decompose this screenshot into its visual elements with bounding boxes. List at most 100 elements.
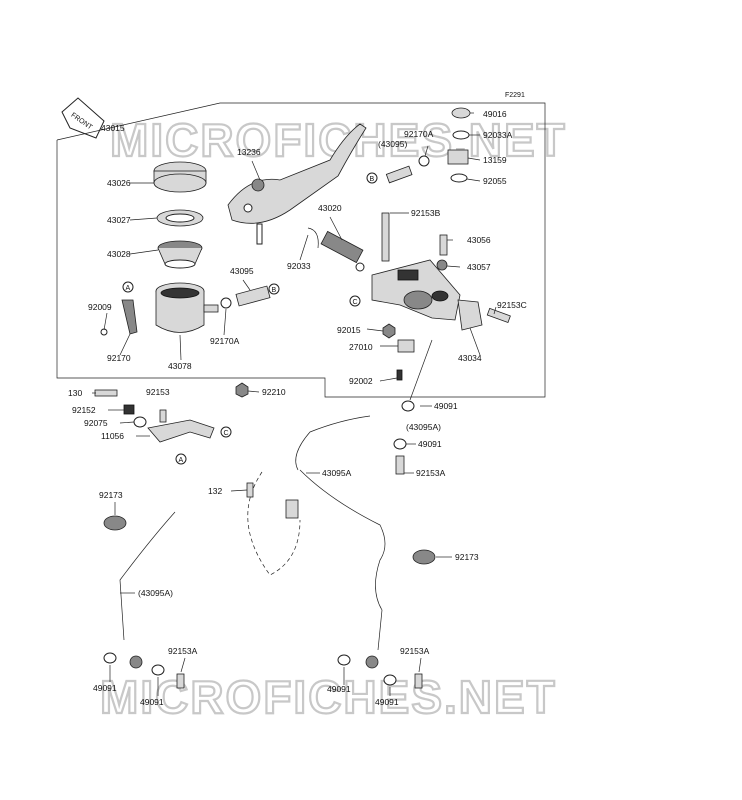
front-arrow-icon: FRONT — [61, 97, 105, 139]
washer-49091-b — [393, 438, 407, 450]
hose-end-43095 — [385, 165, 413, 184]
part-label-92210: 92210 — [262, 387, 286, 397]
reservoir-cap — [153, 161, 207, 193]
part-label-92153A-mid: 92153A — [416, 468, 446, 478]
brake-lever-13236 — [227, 123, 367, 245]
figure-code: F2291 — [505, 92, 525, 99]
callout-b-1: B — [268, 283, 280, 295]
svg-text:A: A — [179, 457, 184, 464]
part-label-92075: 92075 — [84, 418, 108, 428]
reservoir-body — [155, 282, 219, 333]
brake-hose-right — [365, 559, 383, 669]
part-label-43095A-paren: (43095A) — [406, 422, 441, 432]
part-label-92009: 92009 — [88, 302, 112, 312]
part-label-92170A: 92170A — [210, 336, 240, 346]
part-label-43026: 43026 — [107, 178, 131, 188]
bolt-132 — [246, 482, 254, 498]
part-label-92153B: 92153B — [411, 208, 441, 218]
part-label-49091-a: 49091 — [434, 401, 458, 411]
leader-lines — [92, 112, 497, 696]
callout-b-2: B — [366, 172, 378, 184]
part-label-43034: 43034 — [458, 353, 482, 363]
part-label-92153A-left: 92153A — [168, 646, 198, 656]
hose-clamp-92170A — [220, 297, 232, 309]
brake-hose-left — [119, 511, 176, 669]
part-label-92002: 92002 — [349, 376, 373, 386]
bracket-11056 — [147, 419, 215, 443]
bleeder-43056 — [439, 234, 448, 256]
master-cylinder-body — [371, 259, 461, 321]
bolt-92153A-right — [414, 673, 423, 689]
part-label-13159: 13159 — [483, 155, 507, 165]
screw-92002 — [396, 369, 403, 381]
bolt-92153C — [486, 307, 511, 324]
reservoir-bracket — [121, 299, 138, 335]
svg-text:C: C — [224, 430, 229, 437]
part-label-92152: 92152 — [72, 405, 96, 415]
part-label-43095A: 43095A — [322, 468, 352, 478]
cap-43057 — [436, 259, 448, 271]
part-label-92153: 92153 — [146, 387, 170, 397]
part-label-43020: 43020 — [318, 203, 342, 213]
part-label-43057: 43057 — [467, 262, 491, 272]
clip-92173-left — [103, 515, 127, 531]
part-label-49091-c: 49091 — [93, 683, 117, 693]
reservoir-plate — [156, 209, 204, 227]
circlip-92033A — [452, 130, 470, 140]
bolt-130 — [94, 389, 118, 397]
piston-kit-43020 — [307, 227, 365, 272]
washer-92152 — [123, 404, 135, 415]
part-label-13236: 13236 — [237, 147, 261, 157]
bolt-92153B — [381, 212, 390, 262]
part-label-43027: 43027 — [107, 215, 131, 225]
washer-49091-e — [337, 654, 351, 666]
callout-a-1: A — [122, 281, 134, 293]
part-label-27010: 27010 — [349, 342, 373, 352]
part-label-92173-right: 92173 — [455, 552, 479, 562]
part-label-43028: 43028 — [107, 249, 131, 259]
part-label-43095A-paren-left: (43095A) — [138, 588, 173, 598]
washer-49016 — [451, 107, 471, 119]
assembly-frame — [56, 102, 546, 398]
part-label-92173-left: 92173 — [99, 490, 123, 500]
part-label-43056: 43056 — [467, 235, 491, 245]
washer-49091-a — [401, 400, 415, 412]
part-label-92033A: 92033A — [483, 130, 513, 140]
svg-text:B: B — [272, 287, 277, 294]
part-label-43078: 43078 — [168, 361, 192, 371]
clip-92173-right — [412, 549, 436, 565]
bolt-92153A-mid — [395, 455, 405, 475]
part-label-132: 132 — [208, 486, 222, 496]
reservoir-hose-43095 — [235, 285, 271, 307]
clamp-43034 — [457, 299, 483, 331]
switch-27010 — [397, 339, 415, 353]
part-label-130: 130 — [68, 388, 82, 398]
bolt-92153-small — [159, 409, 167, 423]
washer-49091-f — [383, 674, 397, 686]
washer-49091-c — [103, 652, 117, 664]
part-label-49016: 49016 — [483, 109, 507, 119]
part-label-43015: 43015 — [101, 123, 125, 133]
part-label-92153C: 92153C — [497, 300, 527, 310]
bolt-92153A-left — [176, 673, 185, 689]
part-label-49091-f: 49091 — [375, 697, 399, 707]
part-label-92170: 92170 — [107, 353, 131, 363]
watermark-bottom: MICROFICHES.NET — [100, 671, 557, 723]
part-label-49091-d: 49091 — [140, 697, 164, 707]
part-label-49091-b: 49091 — [418, 439, 442, 449]
svg-text:A: A — [126, 285, 131, 292]
brake-hose-upper — [285, 415, 386, 561]
part-label-49091-e: 49091 — [327, 684, 351, 694]
part-label-43095-paren: (43095) — [378, 139, 407, 149]
part-label-43095: 43095 — [230, 266, 254, 276]
reservoir-diaphragm — [157, 240, 203, 269]
svg-text:B: B — [370, 176, 375, 183]
part-label-92055: 92055 — [483, 176, 507, 186]
washer-49091-d — [151, 664, 165, 676]
part-label-92170A-top: 92170A — [404, 129, 434, 139]
callout-c-1: C — [349, 295, 361, 307]
bushing-92075 — [133, 416, 147, 428]
callout-a-2: A — [175, 453, 187, 465]
fitting-13159 — [447, 149, 469, 165]
part-label-92033: 92033 — [287, 261, 311, 271]
